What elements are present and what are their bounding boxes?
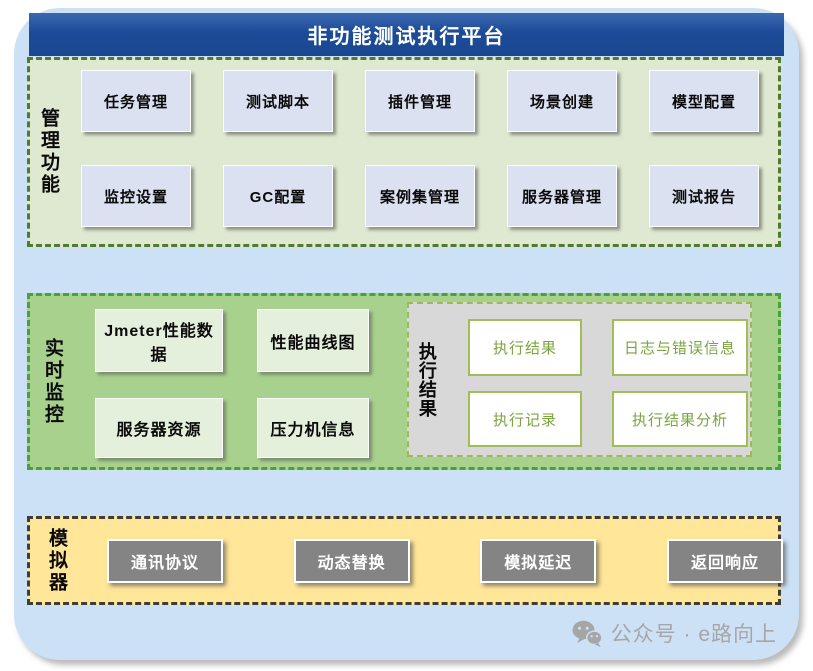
watermark-text: 公众号 · e路向上 [610, 623, 777, 646]
node-exec-record: 执行记录 [468, 391, 582, 447]
results-grid: 执行结果 日志与错误信息 执行记录 执行结果分析 [468, 319, 748, 447]
node-simulate-delay: 模拟延迟 [480, 539, 597, 583]
wechat-icon [572, 620, 602, 647]
section-simulator-label: 模拟器 [45, 527, 67, 594]
node-caseset-mgmt: 案例集管理 [365, 165, 475, 227]
section-management-label: 管理功能 [37, 108, 59, 196]
watermark: 公众号 · e路向上 [572, 618, 777, 648]
section-monitoring: 实时监控 Jmeter性能数据 性能曲线图 服务器资源 压力机信息 执行结果 执… [27, 293, 781, 470]
node-logs-errors: 日志与错误信息 [612, 319, 748, 376]
node-jmeter-perf-data: Jmeter性能数据 [95, 309, 223, 372]
node-scene-create: 场景创建 [507, 70, 617, 132]
node-plugin-mgmt: 插件管理 [365, 70, 475, 132]
node-task-mgmt: 任务管理 [81, 70, 191, 132]
section-execution-results: 执行结果 执行结果 日志与错误信息 执行记录 执行结果分析 [407, 302, 752, 457]
node-monitor-settings: 监控设置 [81, 165, 191, 227]
platform-frame: 非功能测试执行平台 管理功能 任务管理 测试脚本 插件管理 场景创建 模型配置 … [14, 8, 799, 660]
node-test-script: 测试脚本 [223, 70, 333, 132]
node-exec-result: 执行结果 [468, 319, 582, 376]
node-gc-config: GC配置 [223, 165, 333, 227]
monitoring-grid: Jmeter性能数据 性能曲线图 服务器资源 压力机信息 [95, 309, 369, 458]
node-exec-result-analysis: 执行结果分析 [612, 391, 748, 447]
section-management: 管理功能 任务管理 测试脚本 插件管理 场景创建 模型配置 监控设置 GC配置 … [27, 57, 781, 247]
simulator-row: 通讯协议 动态替换 模拟延迟 返回响应 [107, 539, 783, 583]
node-test-report: 测试报告 [649, 165, 759, 227]
section-execution-results-label: 执行结果 [416, 341, 437, 418]
section-simulator: 模拟器 通讯协议 动态替换 模拟延迟 返回响应 [27, 516, 783, 605]
node-model-config: 模型配置 [649, 70, 759, 132]
management-grid: 任务管理 测试脚本 插件管理 场景创建 模型配置 监控设置 GC配置 案例集管理… [81, 70, 759, 227]
node-perf-curve: 性能曲线图 [257, 309, 369, 372]
platform-title: 非功能测试执行平台 [29, 13, 784, 56]
node-dynamic-replace: 动态替换 [293, 539, 410, 583]
node-return-response: 返回响应 [666, 539, 783, 583]
node-load-machine-info: 压力机信息 [257, 398, 369, 458]
node-server-resources: 服务器资源 [95, 398, 223, 458]
node-server-mgmt: 服务器管理 [507, 165, 617, 227]
node-comm-protocol: 通讯协议 [107, 539, 223, 583]
section-monitoring-label: 实时监控 [41, 337, 63, 426]
